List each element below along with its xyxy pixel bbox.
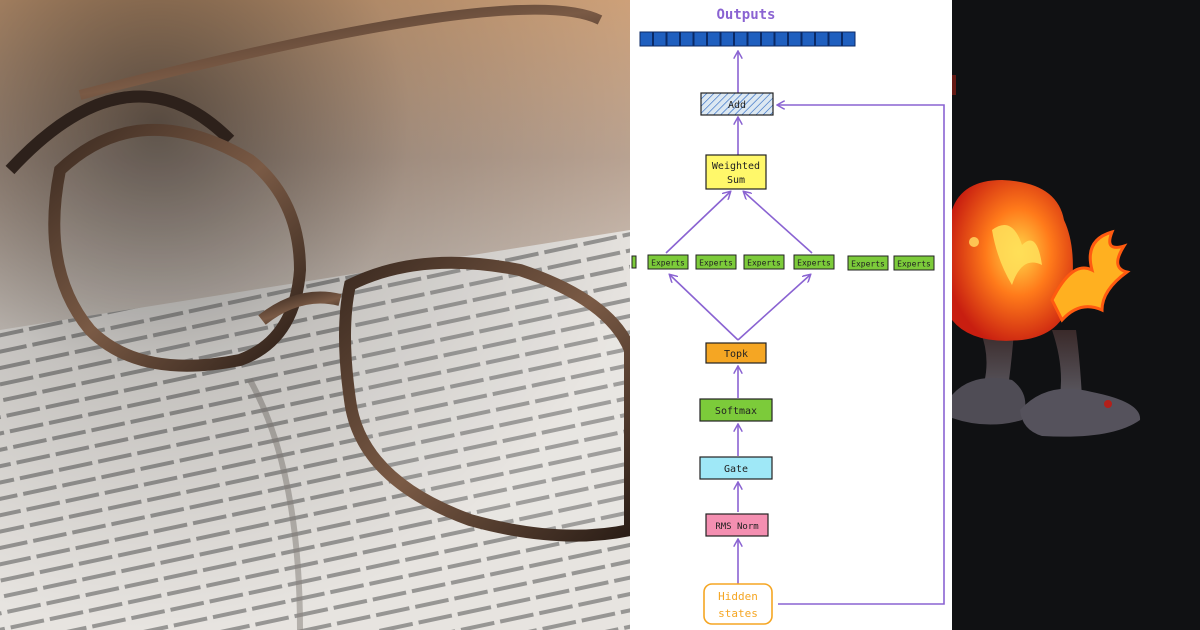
- weighted-sum-node: Weighted Sum: [705, 154, 767, 190]
- output-cell: [680, 31, 694, 47]
- svg-text:Gate: Gate: [724, 464, 748, 475]
- output-cell: [761, 31, 775, 47]
- output-cell: [801, 31, 815, 47]
- arrows: [665, 52, 945, 605]
- moe-diagram: Outputs Add Weighted Sum: [631, 7, 945, 625]
- glasses-lens-right: [339, 256, 630, 542]
- output-cell: [842, 31, 856, 47]
- output-cell: [693, 31, 707, 47]
- svg-text:Experts: Experts: [797, 259, 831, 268]
- expert-box-1: Experts: [647, 254, 689, 270]
- creature-right-leg: [1052, 330, 1082, 398]
- output-cell: [720, 31, 734, 47]
- svg-text:Weighted: Weighted: [712, 161, 760, 172]
- outputs-title: Outputs: [716, 7, 775, 23]
- output-cell: [707, 31, 721, 47]
- book-glasses-photo: [0, 0, 630, 630]
- glasses-temple-arm: [78, 4, 603, 100]
- arrow-expert-4-to-sum: [744, 192, 813, 254]
- svg-text:RMS Norm: RMS Norm: [715, 522, 758, 532]
- rms-norm-node: RMS Norm: [705, 513, 769, 537]
- svg-text:Experts: Experts: [897, 260, 931, 269]
- arrow-expert-1-to-sum: [665, 192, 730, 254]
- output-cell: [653, 31, 667, 47]
- output-cell: [788, 31, 802, 47]
- svg-text:Experts: Experts: [699, 259, 733, 268]
- expert-box-3: Experts: [743, 254, 785, 270]
- glasses-temple-arm-left: [5, 90, 235, 175]
- edge-highlight: [952, 75, 956, 95]
- svg-text:Experts: Experts: [851, 260, 885, 269]
- creature-left-foot: [952, 377, 1026, 425]
- expert-box-4: Experts: [793, 254, 835, 270]
- svg-text:Softmax: Softmax: [715, 406, 757, 417]
- svg-text:Sum: Sum: [727, 175, 745, 186]
- svg-text:Experts: Experts: [747, 259, 781, 268]
- output-cell: [639, 31, 653, 47]
- gate-node: Gate: [699, 456, 773, 480]
- moe-diagram-panel: Outputs Add Weighted Sum: [630, 0, 952, 630]
- output-vector: [639, 31, 856, 47]
- glasses-lens-left: [48, 123, 307, 372]
- lava-crack: [992, 225, 1042, 285]
- output-cell: [734, 31, 748, 47]
- svg-text:Experts: Experts: [651, 259, 685, 268]
- add-node: Add: [700, 92, 774, 116]
- eyeglasses: [5, 4, 630, 542]
- residual-skip-arrow: [778, 105, 945, 605]
- output-cell: [666, 31, 680, 47]
- svg-text:Add: Add: [728, 100, 746, 111]
- creature-flame-tail: [1050, 229, 1131, 323]
- output-cell: [815, 31, 829, 47]
- output-cell: [747, 31, 761, 47]
- output-cell: [774, 31, 788, 47]
- arrow-topk-to-expert-4: [737, 275, 810, 341]
- lava-spot: [1104, 400, 1112, 408]
- expert-partial: [631, 255, 637, 269]
- lava-creature-photo: [952, 0, 1200, 630]
- glasses-bridge: [258, 291, 342, 325]
- expert-box-5: Experts: [847, 255, 889, 271]
- softmax-node: Softmax: [699, 398, 773, 422]
- topk-node: Topk: [705, 342, 767, 364]
- hidden-states-node: Hidden states: [703, 583, 773, 625]
- svg-text:states: states: [718, 607, 758, 620]
- expert-box-6: Experts: [893, 255, 935, 271]
- expert-box-2: Experts: [695, 254, 737, 270]
- creature-eye: [969, 237, 979, 247]
- svg-text:Hidden: Hidden: [718, 590, 758, 603]
- output-cell: [828, 31, 842, 47]
- arrow-topk-to-expert-1: [670, 275, 739, 341]
- svg-text:Topk: Topk: [724, 349, 748, 360]
